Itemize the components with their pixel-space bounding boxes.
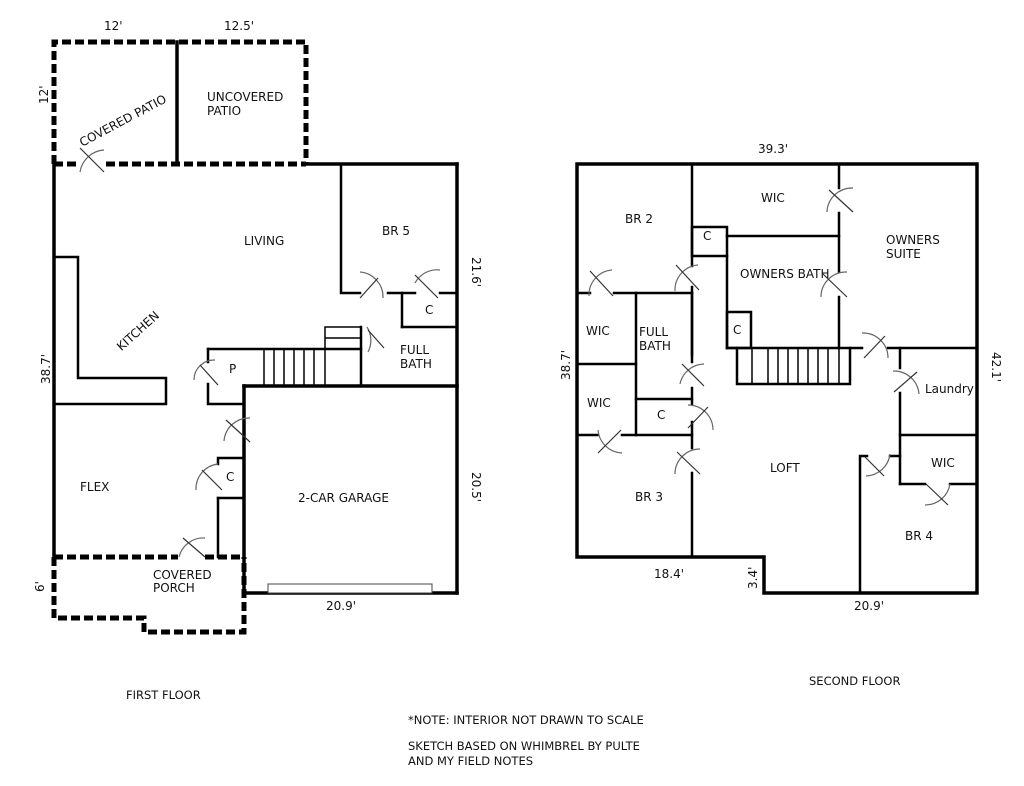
br2-label: BR 2 (625, 212, 653, 226)
patio-outline (51, 39, 309, 167)
uncovered-patio-label-1: UNCOVERED (207, 90, 283, 104)
br5-label: BR 5 (382, 224, 410, 238)
second-floor-interior-walls (575, 162, 979, 595)
dim-upper-right-depth: 21.6' (469, 257, 483, 287)
dim-patio-width-right: 12.5' (224, 19, 254, 33)
dim-left-depth: 38.7' (559, 350, 573, 380)
stairs-first-floor (206, 325, 363, 388)
dim-step-depth: 3.4' (746, 567, 760, 589)
br5-closet-label: C (425, 303, 433, 317)
owners-closet-label: C (733, 323, 741, 337)
second-floor-exterior-walls (575, 162, 979, 595)
owners-bath-label: OWNERS BATH (740, 267, 830, 281)
dim-overall-width: 39.3' (758, 142, 788, 156)
owners-suite-label-2: SUITE (886, 247, 921, 261)
pantry-label: P (229, 362, 236, 376)
wic-top-label: WIC (761, 191, 785, 205)
br3-label: BR 3 (635, 490, 663, 504)
wic-br4-label: WIC (931, 456, 955, 470)
br4-label: BR 4 (905, 529, 933, 543)
dim-right-depth: 42.1' (989, 352, 1003, 382)
source-note-line-2: AND MY FIELD NOTES (408, 754, 533, 768)
dim-garage-depth: 20.5' (469, 472, 483, 502)
full-bath-2-label-1: FULL (639, 325, 668, 339)
kitchen-label: KITCHEN (114, 308, 162, 353)
dim-garage-width: 20.9' (326, 599, 356, 613)
br5-walls (339, 162, 459, 329)
garage-door (267, 583, 433, 594)
covered-porch-label-1: COVERED (153, 568, 212, 582)
source-note-line-1: SKETCH BASED ON WHIMBREL BY PULTE (408, 739, 640, 753)
first-floor-dimensions: 12' 12.5' 12' 38.7' 21.6' 20.5' 20.9' 6' (33, 19, 483, 613)
wic-left-lower-label: WIC (587, 396, 611, 410)
garage-label: 2-CAR GARAGE (298, 491, 389, 505)
dim-patio-width-left: 12' (104, 19, 123, 33)
covered-patio-label: COVERED PATIO (77, 92, 169, 150)
laundry-label: Laundry (925, 382, 974, 396)
dim-patio-depth: 12' (37, 85, 51, 104)
living-label: LIVING (244, 234, 284, 248)
second-floor-title: SECOND FLOOR (809, 674, 900, 688)
closet-hall-label: C (657, 408, 665, 422)
first-floor-title: FIRST FLOOR (126, 688, 201, 702)
full-bath-label-2: BATH (400, 357, 432, 371)
full-bath-2-label-2: BATH (639, 339, 671, 353)
full-bath-label-1: FULL (400, 343, 429, 357)
doors-first-floor (79, 147, 441, 558)
notes: *NOTE: INTERIOR NOT DRAWN TO SCALE SKETC… (408, 713, 644, 768)
loft-label: LOFT (770, 461, 800, 475)
first-floor-plan: COVERED PATIO UNCOVERED PATIO LIVING BR … (33, 19, 483, 702)
flex-closet-label: C (226, 470, 234, 484)
wic-left-upper-label: WIC (586, 324, 610, 338)
covered-porch-label-2: PORCH (153, 581, 195, 595)
pantry-walls (206, 347, 246, 406)
kitchen-counter (52, 255, 168, 406)
dim-porch-depth: 6' (33, 581, 47, 592)
second-floor-room-labels: BR 2 WIC C OWNERS SUITE OWNERS BATH C WI… (586, 191, 974, 543)
dim-overall-depth: 38.7' (39, 354, 53, 384)
closet-top-label: C (703, 229, 711, 243)
stairs-second-floor (735, 346, 852, 386)
owners-suite-label-1: OWNERS (886, 233, 940, 247)
scale-note: *NOTE: INTERIOR NOT DRAWN TO SCALE (408, 713, 644, 727)
dim-bottom-left-width: 18.4' (654, 567, 684, 581)
covered-porch-outline (51, 554, 247, 635)
second-floor-plan: BR 2 WIC C OWNERS SUITE OWNERS BATH C WI… (559, 142, 1003, 688)
flex-label: FLEX (80, 480, 109, 494)
dim-bottom-right-width: 20.9' (854, 599, 884, 613)
uncovered-patio-label-2: PATIO (207, 104, 241, 118)
doors-second-floor (588, 187, 951, 506)
flex-walls (216, 456, 246, 559)
second-floor-dimensions: 39.3' 38.7' 42.1' 18.4' 3.4' 20.9' (559, 142, 1003, 613)
